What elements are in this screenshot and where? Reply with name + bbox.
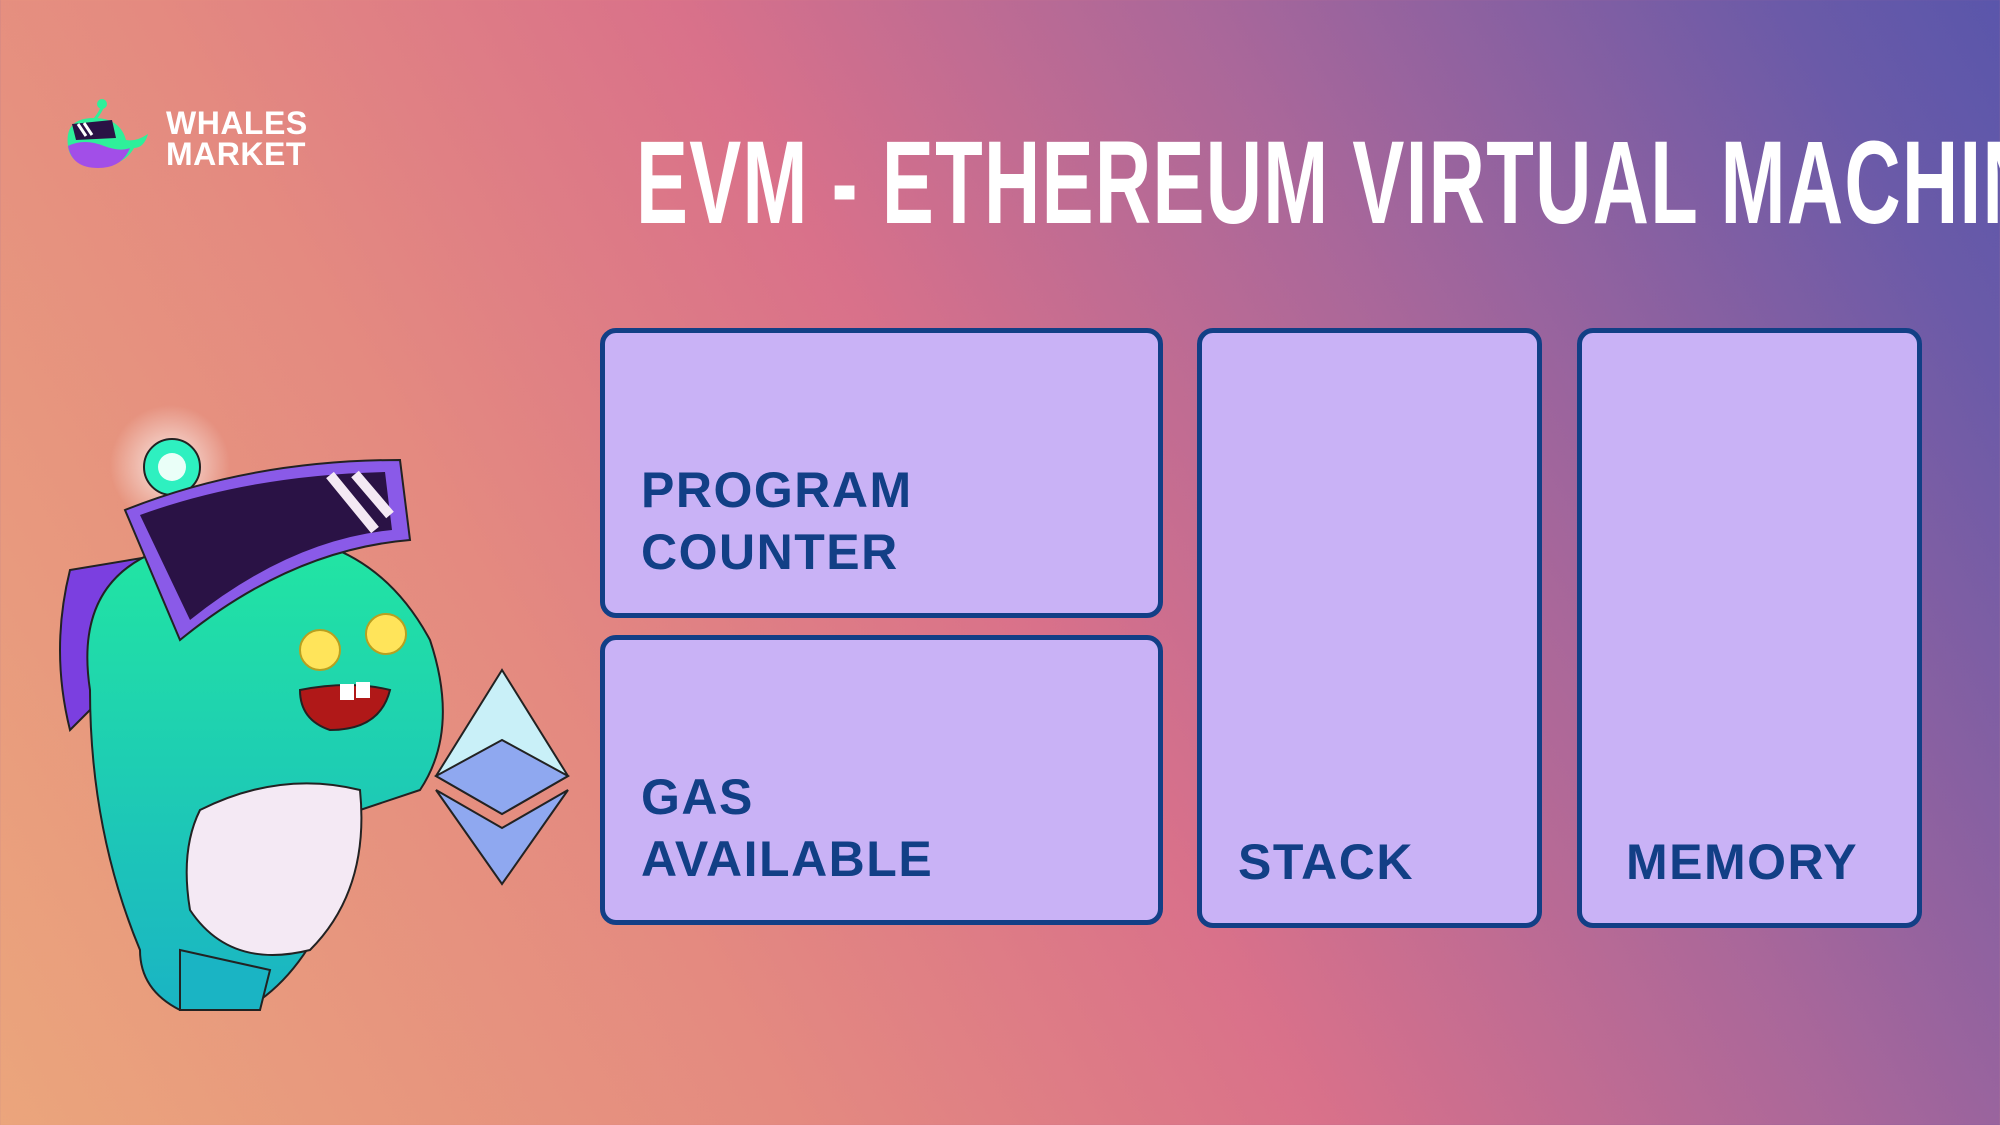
- brand-line2: MARKET: [166, 136, 306, 172]
- gas-available-box: GAS AVAILABLE: [600, 635, 1163, 925]
- ethereum-icon: [433, 668, 571, 886]
- brand-name: WHALES MARKET: [166, 105, 308, 172]
- stack-box: STACK: [1197, 328, 1542, 928]
- page-title: EVM - ETHEREUM VIRTUAL MACHINE: [636, 117, 2000, 249]
- gas-available-label: GAS AVAILABLE: [641, 769, 934, 887]
- program-counter-box: PROGRAM COUNTER: [600, 328, 1163, 618]
- memory-box: MEMORY: [1577, 328, 1922, 928]
- whale-mascot-icon: [59, 405, 571, 1012]
- whales-market-logo-icon: [67, 99, 148, 168]
- memory-label: MEMORY: [1626, 834, 1859, 890]
- stack-label: STACK: [1238, 834, 1415, 890]
- program-counter-label: PROGRAM COUNTER: [641, 462, 913, 580]
- brand-line1: WHALES: [166, 105, 308, 141]
